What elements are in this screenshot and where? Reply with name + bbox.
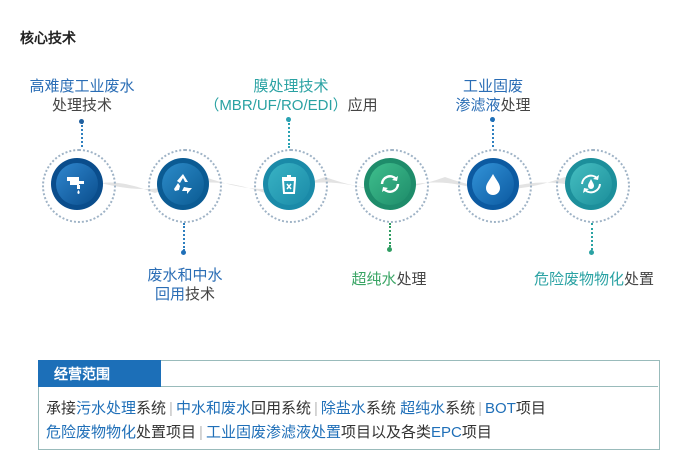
connector-stem-6	[591, 223, 593, 250]
water-drop-icon	[472, 163, 514, 205]
business-scope-box	[38, 360, 660, 450]
node-leachate[interactable]	[467, 158, 519, 210]
trash-bin-icon	[268, 163, 310, 205]
connector-stem-3	[288, 120, 290, 148]
label-node-5: 工业固废 渗滤液处理	[441, 77, 545, 115]
node-wastewater[interactable]	[51, 158, 103, 210]
label-node-3: 膜处理技术 （MBR/UF/RO/EDI）应用	[196, 77, 386, 115]
connector-stem-5	[492, 120, 494, 147]
label-node-6-a: 危险废物物化	[533, 271, 624, 288]
label-node-4-b: 处理	[396, 271, 427, 288]
label-node-2-line2a: 回用	[154, 286, 185, 303]
scope-text: 项目	[515, 400, 546, 417]
connector-dot-5	[490, 117, 495, 122]
label-node-1-line2: 处理技术	[51, 97, 112, 114]
connector-dot-3	[286, 117, 291, 122]
node-ring-2	[148, 149, 222, 223]
scope-text: 系统	[365, 400, 396, 417]
label-node-2-line2b: 技术	[185, 286, 216, 303]
scope-text: 处置项目	[136, 424, 197, 441]
scope-separator: |	[313, 400, 318, 417]
scope-text: 承接	[46, 400, 77, 417]
scope-highlight: 污水处理	[76, 400, 137, 417]
connector-dot-2	[181, 250, 186, 255]
label-node-3-line2a: （MBR/UF/RO/EDI）	[204, 97, 348, 114]
node-ultrapure[interactable]	[364, 158, 416, 210]
scope-heading-divider	[161, 386, 658, 387]
node-hazardous[interactable]	[565, 158, 617, 210]
label-node-6: 危险废物物化处置	[524, 270, 664, 289]
scope-line-2: 危险废物物化处置项目|工业固废渗滤液处置项目以及各类EPC项目	[46, 421, 492, 442]
scope-highlight: 中水和废水	[175, 400, 251, 417]
scope-highlight: 超纯水	[400, 400, 446, 417]
scope-highlight: EPC	[430, 424, 462, 441]
connector-dot-1	[79, 119, 84, 124]
label-node-6-b: 处置	[624, 271, 655, 288]
label-node-5-line2b: 处理	[500, 97, 531, 114]
scope-separator: |	[169, 400, 173, 417]
recycle-drop-icon	[570, 163, 612, 205]
label-node-1: 高难度工业废水 处理技术	[28, 77, 136, 115]
scope-line-1: 承接污水处理系统|中水和废水回用系统|除盐水系统 超纯水系统|BOT项目	[46, 397, 546, 418]
scope-separator: |	[199, 424, 203, 441]
faucet-icon	[56, 163, 98, 205]
label-node-5-line1: 工业固废	[462, 78, 523, 95]
connector-stem-1	[81, 122, 83, 147]
label-node-2: 废水和中水 回用技术	[140, 266, 230, 304]
cycle-arrows-icon	[369, 163, 411, 205]
connector-stem-4	[389, 223, 391, 247]
connector-stem-2	[183, 223, 185, 251]
connector-dot-4	[387, 247, 392, 252]
scope-highlight: BOT	[485, 400, 516, 417]
section-title: 核心技术	[20, 30, 76, 46]
label-node-3-line1: 膜处理技术	[253, 78, 329, 95]
node-ring-5	[458, 149, 532, 223]
label-node-3-line2b: 应用	[347, 97, 378, 114]
node-reuse[interactable]	[157, 158, 209, 210]
connector-dot-6	[589, 250, 594, 255]
label-node-4-a: 超纯水	[351, 271, 397, 288]
scope-text: 回用系统	[250, 400, 311, 417]
scope-text: 系统	[445, 400, 476, 417]
node-ring-3	[254, 149, 328, 223]
node-membrane[interactable]	[263, 158, 315, 210]
scope-separator: |	[478, 400, 483, 417]
label-node-5-line2a: 渗滤液	[455, 97, 501, 114]
node-ring-4	[355, 149, 429, 223]
scope-text: 系统	[136, 400, 167, 417]
node-ring-6	[556, 149, 630, 223]
connector-band	[80, 177, 600, 193]
node-ring-1	[42, 149, 116, 223]
scope-highlight: 工业固废渗滤液处置	[205, 424, 341, 441]
recycle-icon	[162, 163, 204, 205]
scope-highlight: 危险废物物化	[46, 424, 137, 441]
business-scope-heading: 经营范围	[38, 360, 161, 387]
label-node-4: 超纯水处理	[337, 270, 441, 289]
scope-text: 项目以及各类	[340, 424, 431, 441]
scope-text: 项目	[461, 424, 492, 441]
scope-highlight: 除盐水	[320, 400, 366, 417]
label-node-1-line1: 高难度工业废水	[29, 78, 135, 95]
label-node-2-line1: 废水和中水	[147, 267, 223, 284]
